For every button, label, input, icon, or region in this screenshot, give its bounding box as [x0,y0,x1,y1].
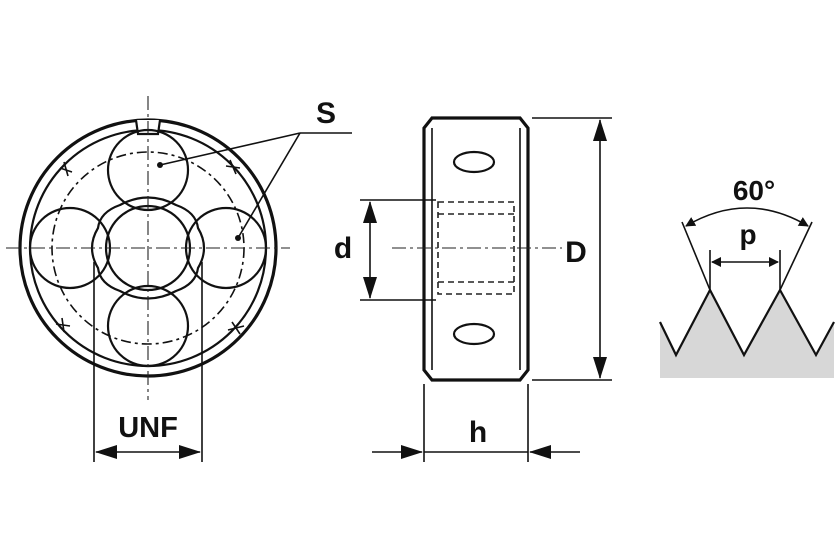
angle-arc [685,207,809,227]
h-label: h [469,416,487,449]
front-view: UNF [6,96,290,462]
pitch-label: p [739,219,756,250]
side-view: d D h [334,116,612,462]
d-label: d [334,232,352,265]
thread-outline [659,287,835,358]
thread-core [90,196,206,300]
tick-marks [55,159,245,335]
angle-label: 60° [733,175,775,206]
thread-profile: 60° p [659,175,835,378]
slot-top [452,150,496,174]
unf-label: UNF [118,412,178,444]
slot-bottom [452,322,496,346]
D-label: D [565,236,587,269]
die-body-side [422,116,530,382]
angle-flank-right [779,221,813,291]
s-callout: S [159,97,352,239]
s-label: S [316,97,336,130]
thread-fill [660,290,834,378]
angle-flank-left [681,221,711,291]
